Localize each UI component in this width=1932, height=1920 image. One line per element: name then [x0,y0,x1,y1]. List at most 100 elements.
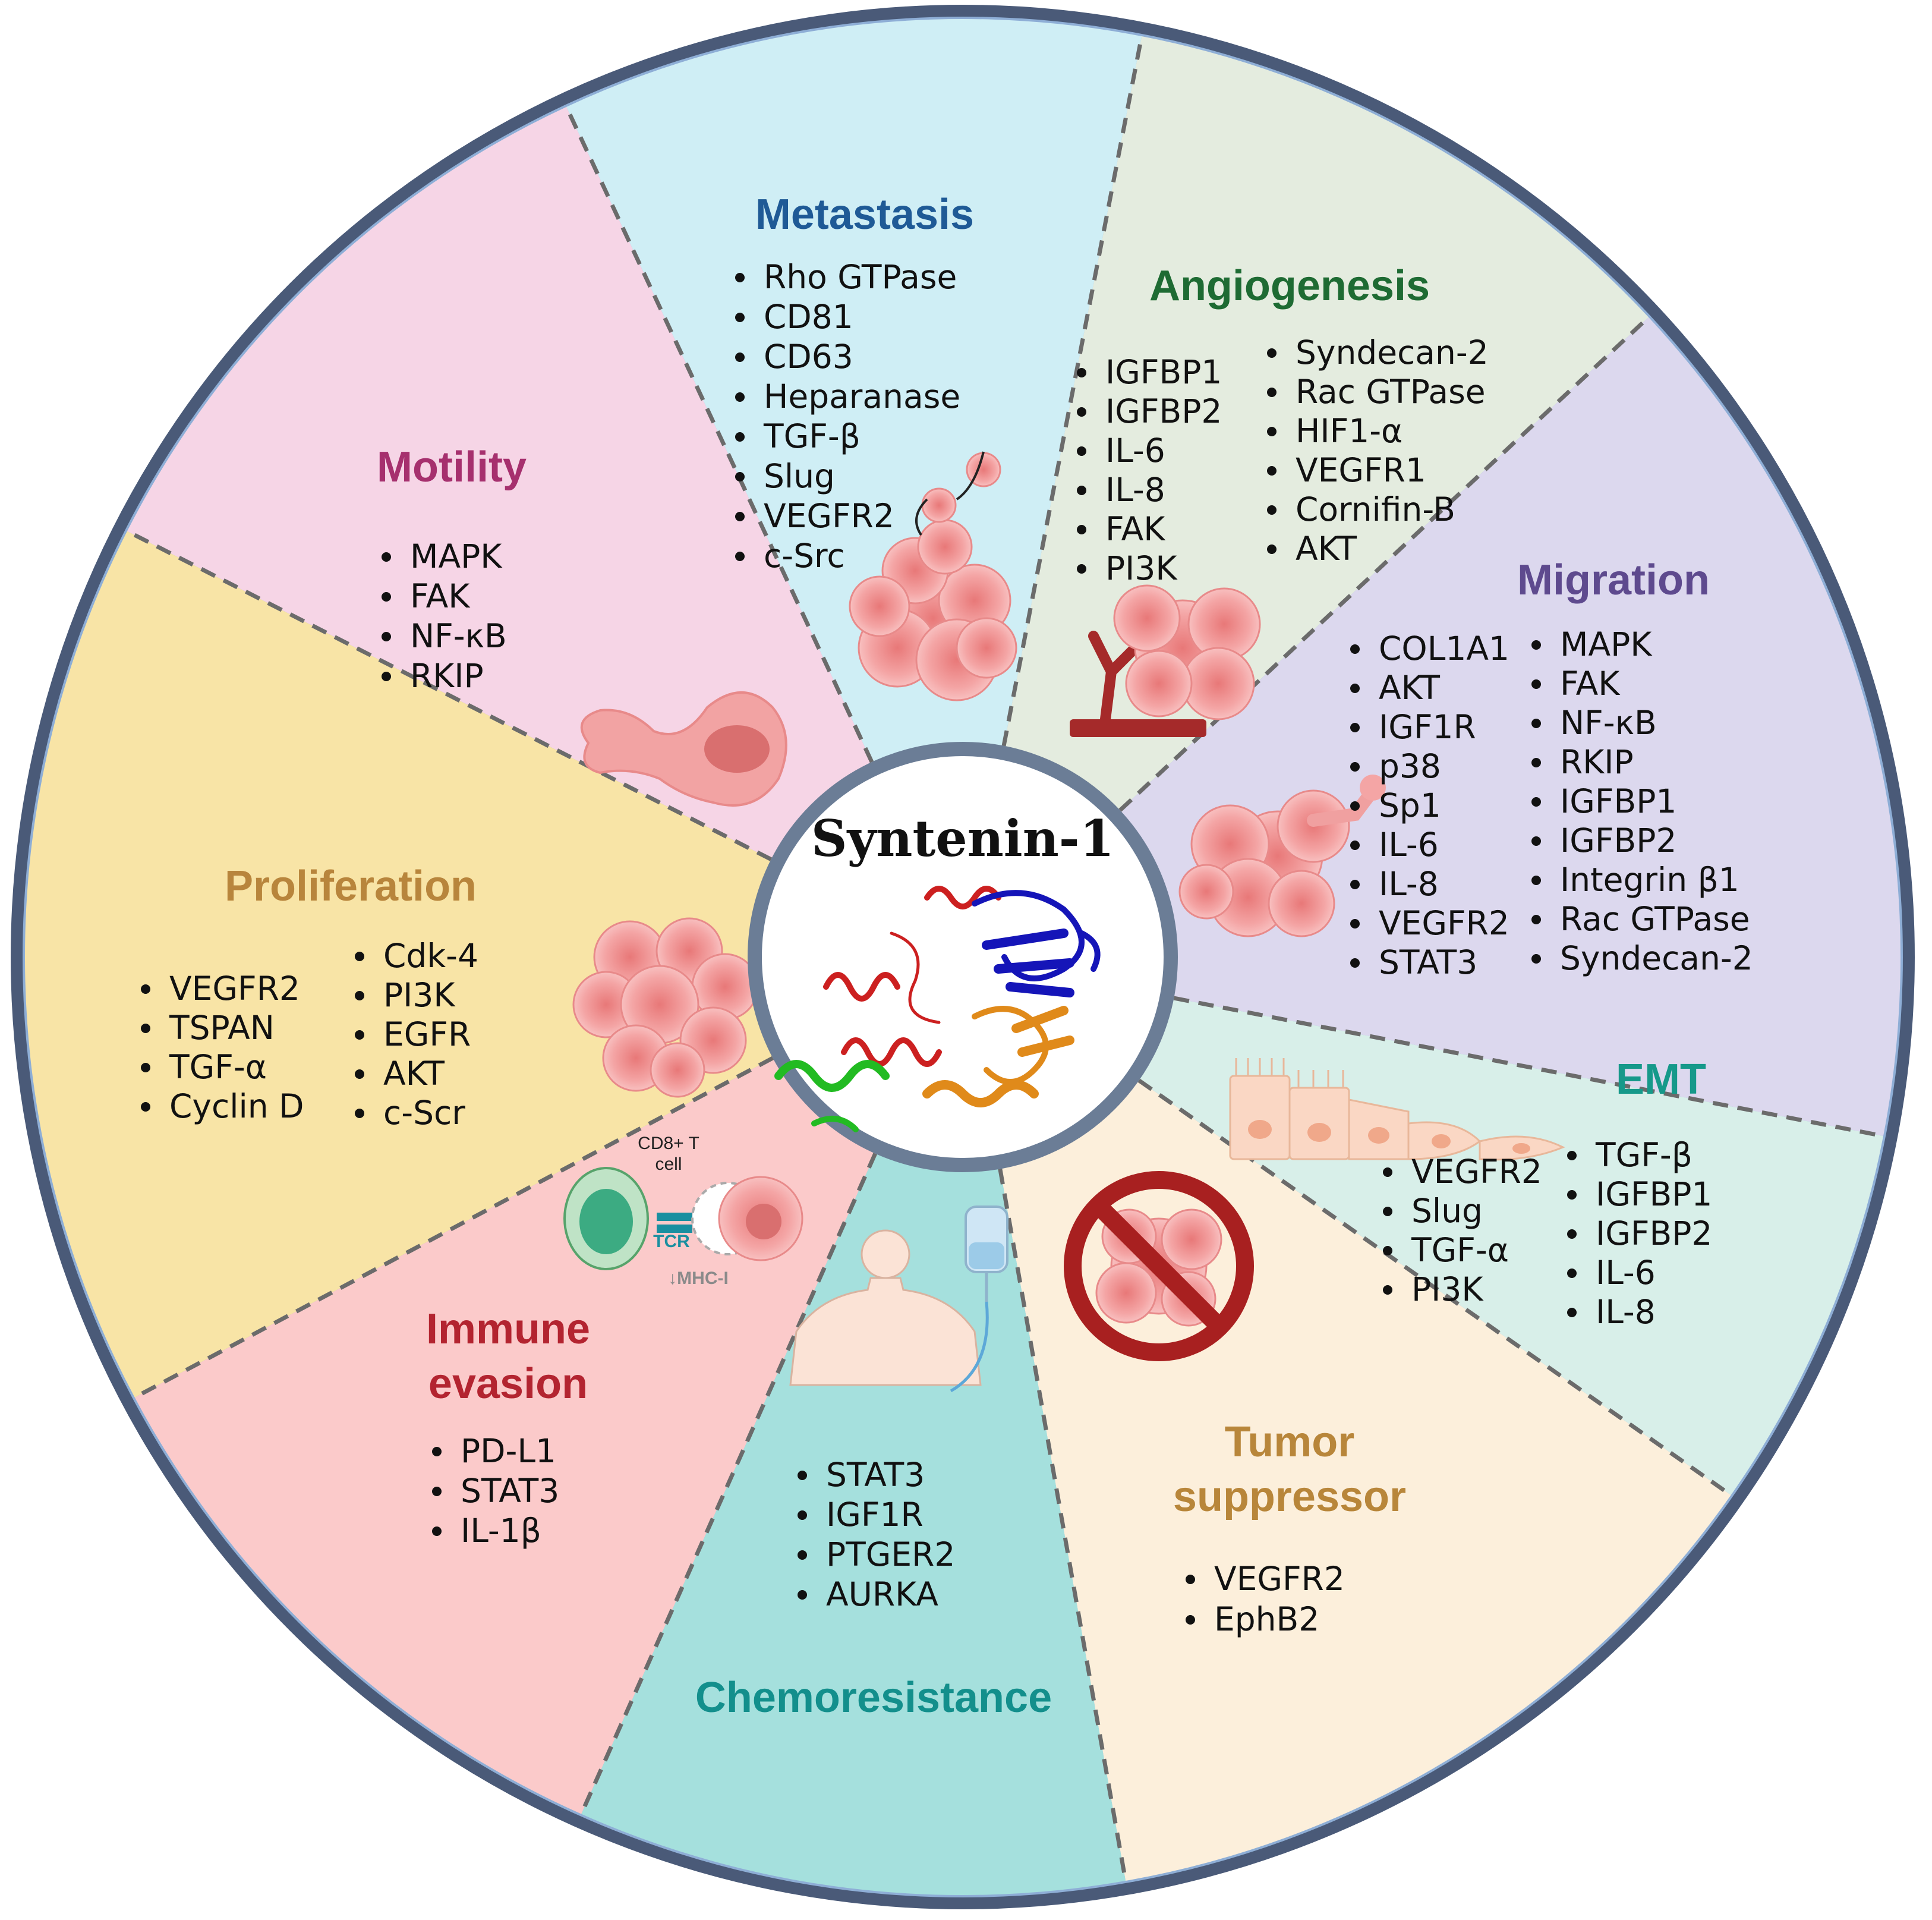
proliferation-item: AKT [383,1055,445,1093]
bullet-dot [798,1550,807,1560]
migration-item: STAT3 [1379,943,1477,981]
angiogenesis-item: Syndecan-2 [1296,333,1489,372]
migration-item: IGFBP2 [1560,821,1676,860]
bullet-dot [1567,1229,1577,1239]
tumor-suppressor-title: Tumor [1225,1418,1355,1466]
emt-item: VEGFR2 [1411,1153,1542,1191]
bullet-dot [735,352,745,362]
chemoresistance-title: Chemoresistance [695,1674,1052,1721]
divider-line [1173,996,1884,1138]
metastasis-item: VEGFR2 [764,497,894,535]
emt-item: PI3K [1411,1270,1484,1308]
bullet-dot [1350,801,1360,811]
motile-cell-illustration [580,691,787,807]
bullet-dot [798,1510,807,1520]
tcr-label: TCR [653,1232,690,1251]
bullet-dot [1350,958,1360,968]
migration-item: IGFBP1 [1560,782,1676,820]
sector-immune-evasion [134,957,963,1814]
migration-item: IL-8 [1379,865,1439,903]
divider-line [134,1056,774,1399]
bullet-dot [1531,797,1541,807]
angiogenesis-item: VEGFR1 [1296,451,1426,489]
emt-item: IL-6 [1596,1254,1656,1292]
immune-evasion-item: PD-L1 [461,1432,556,1470]
migration-item: COL1A1 [1379,629,1509,668]
divider-line [579,1153,877,1815]
bullet-dot [1383,1167,1392,1177]
tumor-cluster-illustration [849,451,1017,701]
angiogenesis-item: IL-8 [1105,471,1165,509]
bullet-dot [1567,1151,1577,1160]
bullet-dot [1350,644,1360,654]
bullet-dot [382,672,391,681]
proliferation-item: TSPAN [169,1009,275,1047]
metastasis-item: TGF-β [763,417,861,455]
migration-item: Integrin β1 [1560,861,1739,899]
emt-title: EMT [1616,1056,1706,1103]
bullet-dot [355,1109,364,1118]
bullet-dot [1267,466,1277,476]
bullet-dot [1077,486,1086,495]
protein-structure-image [774,886,1101,1132]
cd8-label-line1: CD8+ T [638,1134,699,1153]
bullet-dot [735,432,745,442]
migration-item: IL-6 [1379,826,1439,864]
migration-item: Sp1 [1379,786,1441,824]
sector-chemoresistance [581,957,1126,1895]
bullet-dot [1531,954,1541,964]
bullet-dot [141,984,150,994]
sector-proliferation [24,531,963,1397]
bullet-dot [355,1030,364,1040]
metastasis-title: Metastasis [755,191,974,238]
emt-item: IL-8 [1596,1293,1656,1331]
chemoresistance-item: STAT3 [826,1456,925,1494]
bullet-dot [355,1069,364,1079]
bullet-dot [798,1471,807,1480]
proliferation-item: VEGFR2 [169,970,300,1008]
bullet-dot [141,1102,150,1112]
divider-line [1001,36,1144,747]
chemoresistance-item: AURKA [826,1575,938,1613]
bullet-dot [1267,544,1277,554]
bullet-dot [141,1024,150,1033]
bullet-dot [382,632,391,641]
proliferation-item: Cdk-4 [383,937,478,975]
divider-line [1137,1078,1732,1497]
bullet-dot [1350,919,1360,928]
immune-evasion-title: Immune [426,1305,590,1353]
bullet-dot [432,1447,442,1456]
migration-item: MAPK [1560,625,1653,663]
migration-item: RKIP [1560,743,1634,781]
no-tumor-icon [1064,1171,1254,1361]
bullet-dot [1077,407,1086,417]
bullet-dot [735,552,745,561]
patient-infusion-illustration [789,1205,1008,1393]
migration-item: VEGFR2 [1379,904,1509,942]
angiogenesis-illustration [1070,584,1261,737]
angiogenesis-item: Cornifin-B [1296,490,1455,528]
bullet-dot [735,273,745,282]
motility-item: RKIP [410,657,484,695]
emt-item: Slug [1411,1192,1483,1230]
bullet-dot [1350,723,1360,732]
bullet-dot [735,512,745,521]
angiogenesis-item: IGFBP1 [1105,353,1222,391]
tumor-suppressor-item: VEGFR2 [1214,1560,1345,1598]
migration-title: Migration [1517,556,1710,604]
metastasis-item: Rho GTPase [764,258,957,296]
bullet-dot [1350,880,1360,889]
bullet-dot [1267,348,1277,358]
bullet-dot [432,1487,442,1496]
migration-item: Syndecan-2 [1560,939,1753,977]
chemoresistance-item: IGF1R [826,1496,924,1534]
migration-item: Rac GTPase [1560,900,1750,938]
motility-title: Motility [377,443,527,491]
metastasis-item: Slug [764,457,835,495]
divider-line [126,529,773,861]
center-circle [748,742,1178,1172]
migration-item: IGF1R [1379,708,1476,746]
emt-item: IGFBP2 [1596,1214,1712,1252]
bullet-dot [1531,719,1541,728]
